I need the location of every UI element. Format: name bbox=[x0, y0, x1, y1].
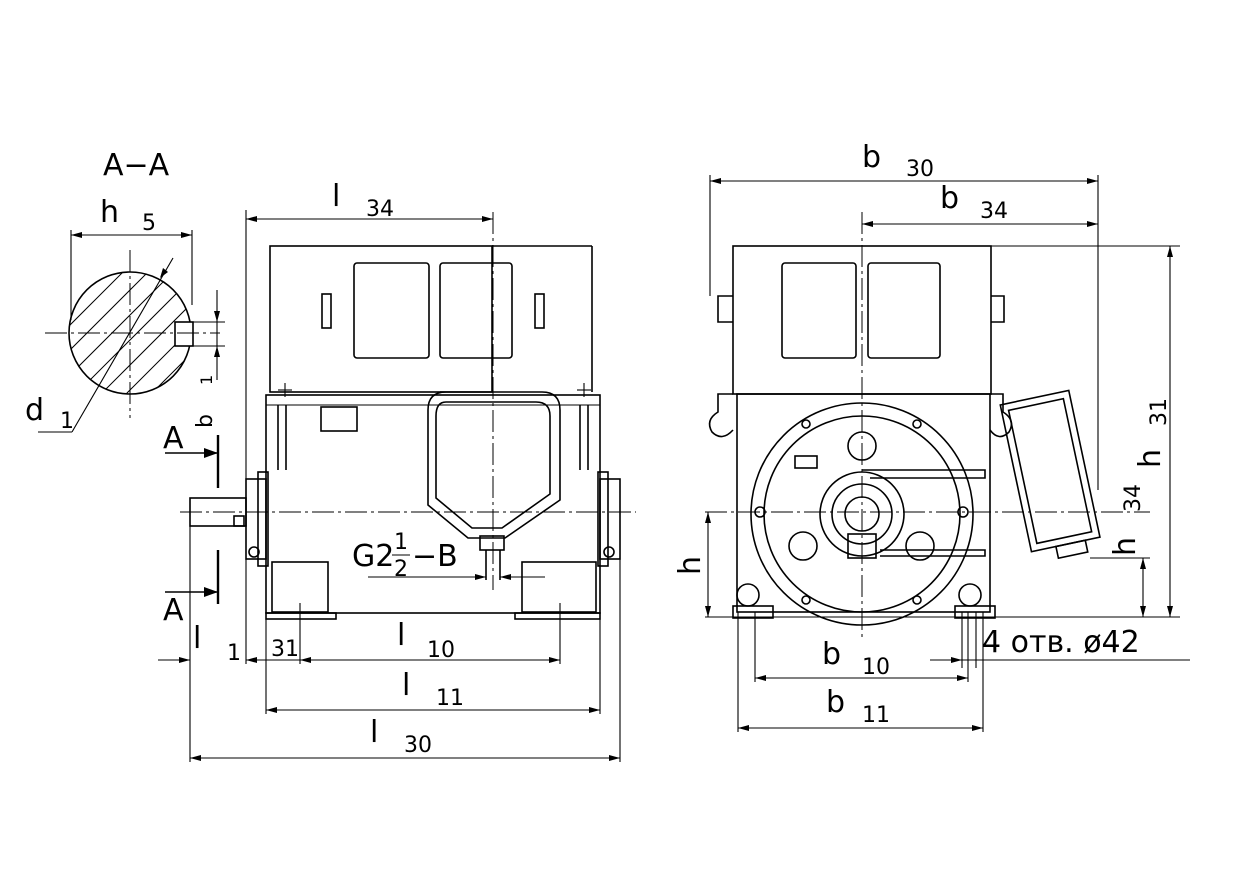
top-enclosure bbox=[269, 245, 493, 393]
h-label: h bbox=[673, 556, 708, 575]
h34-label: h bbox=[1108, 537, 1143, 556]
b1-subscript: 1 bbox=[197, 375, 216, 385]
terminal-box bbox=[427, 391, 561, 539]
h31-label: h bbox=[1133, 449, 1168, 468]
slot-right bbox=[534, 293, 545, 329]
b11-label: b bbox=[826, 685, 845, 720]
foot-base-left bbox=[265, 612, 337, 620]
cut-label-bottom: A bbox=[163, 593, 184, 628]
h5-label: h bbox=[100, 195, 119, 230]
section-title: A−A bbox=[103, 148, 170, 183]
l10-subscript: 10 bbox=[427, 638, 455, 663]
end-flange-right bbox=[597, 471, 609, 567]
h5-subscript: 5 bbox=[142, 211, 156, 236]
thread-numerator: 1 bbox=[394, 530, 408, 555]
thread-denominator: 2 bbox=[394, 557, 408, 582]
d1-subscript: 1 bbox=[60, 409, 74, 434]
gland bbox=[479, 535, 505, 551]
front-nameplate bbox=[794, 455, 818, 469]
b30-label: b bbox=[862, 140, 881, 175]
l1-subscript: 1 bbox=[227, 641, 241, 666]
foot-base-right bbox=[514, 612, 601, 620]
l31-subscript: 31 bbox=[271, 637, 299, 662]
b10-label: b bbox=[822, 637, 841, 672]
grease-port-left bbox=[788, 531, 818, 561]
l34-subscript: 34 bbox=[366, 197, 394, 222]
foot-right bbox=[521, 561, 597, 613]
l34-label: l bbox=[332, 179, 340, 214]
vent-panel-left bbox=[353, 262, 430, 359]
slot-left bbox=[321, 293, 332, 329]
b10-subscript: 10 bbox=[862, 655, 890, 680]
front-foot-left bbox=[732, 605, 774, 619]
section-a-a: A−A h 5 b 1 bbox=[25, 148, 225, 434]
h34-subscript: 34 bbox=[1121, 484, 1146, 512]
l30-label: l bbox=[370, 715, 378, 750]
end-shield-right bbox=[599, 478, 621, 560]
l1-label: l bbox=[193, 621, 201, 656]
b34-label: b bbox=[940, 181, 959, 216]
b1-label: b bbox=[193, 414, 218, 428]
front-foot-right bbox=[954, 605, 996, 619]
b34-subscript: 34 bbox=[980, 199, 1008, 224]
side-view: A A G2 1 2 −B l 34 l 1 31 l 10 bbox=[158, 179, 636, 762]
l10-label: l bbox=[397, 618, 405, 653]
cut-label-top: A bbox=[163, 421, 184, 456]
front-vent-left bbox=[781, 262, 857, 359]
front-vent-right bbox=[867, 262, 941, 359]
front-view: b 30 b 34 h 31 h 34 h b 10 bbox=[673, 140, 1190, 732]
nameplate bbox=[320, 406, 358, 432]
d1-label: d bbox=[25, 393, 44, 428]
b30-subscript: 30 bbox=[906, 157, 934, 182]
l11-subscript: 11 bbox=[436, 686, 464, 711]
shaft-key bbox=[233, 515, 245, 527]
l30-subscript: 30 bbox=[404, 733, 432, 758]
l11-label: l bbox=[402, 668, 410, 703]
b11-subscript: 11 bbox=[862, 703, 890, 728]
key-slot bbox=[174, 321, 194, 347]
grease-port-right bbox=[905, 531, 935, 561]
end-flange-left bbox=[257, 471, 269, 567]
side-terminal-box bbox=[999, 389, 1101, 560]
thread-suffix: −B bbox=[412, 539, 458, 574]
thread-label: G2 bbox=[352, 539, 394, 574]
h31-subscript: 31 bbox=[1147, 398, 1172, 426]
vent-panel-right bbox=[439, 262, 513, 359]
mounting-holes-note: 4 отв. ø42 bbox=[982, 625, 1140, 660]
